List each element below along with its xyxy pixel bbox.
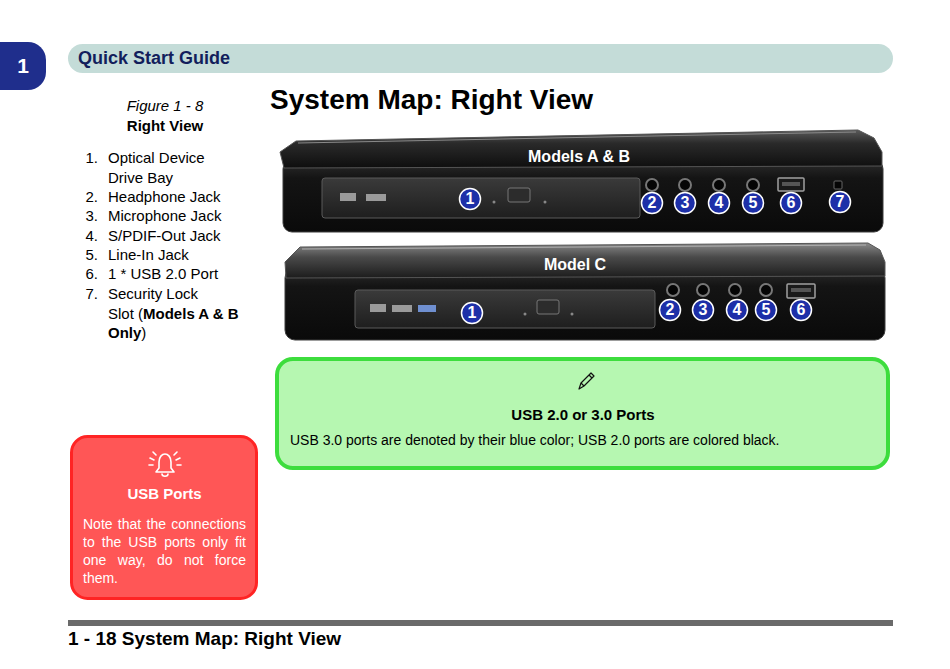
usb-port <box>778 178 804 191</box>
model-label: Models A & B <box>479 147 679 167</box>
page-title: System Map: Right View <box>270 83 593 117</box>
audio-jack <box>646 179 759 191</box>
laptop-models-ab <box>493 201 496 204</box>
laptop-model-c <box>791 288 811 292</box>
header-band: Quick Start Guide <box>68 44 893 73</box>
list-item: Security Lock Slot(Models A & B Only) <box>108 284 243 343</box>
bell-icon <box>177 464 181 466</box>
drive-logo <box>392 305 412 312</box>
audio-jack <box>646 179 658 191</box>
list-item: Headphone Jack <box>108 187 243 207</box>
laptop-models-ab <box>283 160 883 232</box>
list-number: 4. <box>58 226 98 246</box>
callout-number: 1 <box>458 189 482 209</box>
laptop-models-ab <box>544 201 547 204</box>
warning-box-shape <box>72 437 257 599</box>
laptop-models-ab <box>280 130 883 232</box>
audio-jack <box>667 284 772 296</box>
lock-slot <box>834 181 842 189</box>
callout-number: 3 <box>673 193 697 213</box>
list-number: 5. <box>58 245 98 265</box>
bell-icon <box>153 452 156 455</box>
bell-icon <box>162 474 168 476</box>
pen-icon <box>579 373 594 389</box>
pen-icon <box>579 373 594 389</box>
list-item: Microphone Jack <box>108 206 243 226</box>
audio-jack <box>760 284 772 296</box>
chapter-tab: 1 <box>0 42 46 90</box>
list-number: 2. <box>58 187 98 207</box>
callout-number: 7 <box>828 192 852 212</box>
callout-number: 2 <box>640 193 664 213</box>
callout-number: 4 <box>725 300 749 320</box>
drive-logo <box>418 305 436 312</box>
eject-button <box>537 300 559 314</box>
laptop-models-ab <box>298 132 856 143</box>
laptop-model-c <box>302 245 866 249</box>
drive-logo <box>366 194 386 201</box>
chapter-number: 1 <box>0 42 46 90</box>
audio-jack <box>729 284 741 296</box>
list-item: S/PDIF-Out Jack <box>108 226 243 246</box>
warning-body: Note that the connections to the USB por… <box>83 515 246 587</box>
model-label: Model C <box>475 255 675 275</box>
laptop-model-c <box>524 313 527 316</box>
laptop-model-c <box>285 243 885 340</box>
note-box: USB 2.0 or 3.0 PortsUSB 3.0 ports are de… <box>275 357 890 470</box>
list-number: 7. <box>58 284 98 304</box>
list-item: Line-In Jack <box>108 245 243 265</box>
note-body: USB 3.0 ports are denoted by their blue … <box>290 431 876 450</box>
callout-circle <box>460 189 851 324</box>
callout-number: 5 <box>741 193 765 213</box>
list-number: 3. <box>58 206 98 226</box>
note-heading: USB 2.0 or 3.0 Ports <box>290 405 876 424</box>
list-number: 1. <box>58 148 98 168</box>
laptop-model-c <box>285 268 885 340</box>
laptop-model-c <box>285 243 885 278</box>
optical-drive <box>355 290 655 328</box>
drive-logo <box>370 304 386 312</box>
eject-button <box>508 188 530 202</box>
audio-jack <box>697 284 709 296</box>
callout-number: 6 <box>779 193 803 213</box>
usb-port <box>787 284 815 298</box>
callout-number: 2 <box>658 300 682 320</box>
figure-number: Figure 1 - 8 <box>65 96 265 116</box>
bell-icon <box>176 458 180 460</box>
warning-heading: USB Ports <box>83 484 246 503</box>
list-item: 1 * USB 2.0 Port <box>108 264 243 284</box>
callout-number: 6 <box>789 300 813 320</box>
drive-logo <box>340 193 356 201</box>
header-title: Quick Start Guide <box>78 44 893 73</box>
callout-number: 1 <box>460 303 484 323</box>
laptop-model-c <box>571 313 574 316</box>
pen-icon <box>589 375 592 378</box>
warning-box: USB PortsNote that the connections to th… <box>70 435 258 600</box>
audio-jack <box>747 179 759 191</box>
footer-rule <box>68 620 893 626</box>
audio-jack <box>679 179 691 191</box>
figure-caption: Right View <box>65 116 265 136</box>
bell-icon <box>149 452 181 476</box>
audio-jack <box>667 284 679 296</box>
bell-icon <box>174 452 177 455</box>
laptop-models-ab <box>280 130 882 168</box>
callout-number: 3 <box>691 300 715 320</box>
note-box-shape <box>277 359 888 468</box>
callout-number: 5 <box>754 300 778 320</box>
bell-icon <box>156 454 174 472</box>
optical-drive <box>322 178 640 218</box>
list-item-part: ) <box>141 324 146 341</box>
list-item: Optical Device Drive Bay <box>108 148 243 187</box>
list-number: 6. <box>58 264 98 284</box>
bell-icon <box>150 458 154 460</box>
callout-number: 4 <box>707 193 731 213</box>
list-item-part: ( <box>138 305 143 322</box>
laptop-models-ab <box>782 182 800 186</box>
pen-icon <box>581 383 584 386</box>
audio-jack <box>713 179 725 191</box>
page-footer: 1 - 18 System Map: Right View <box>68 627 568 651</box>
bell-icon <box>149 464 153 466</box>
